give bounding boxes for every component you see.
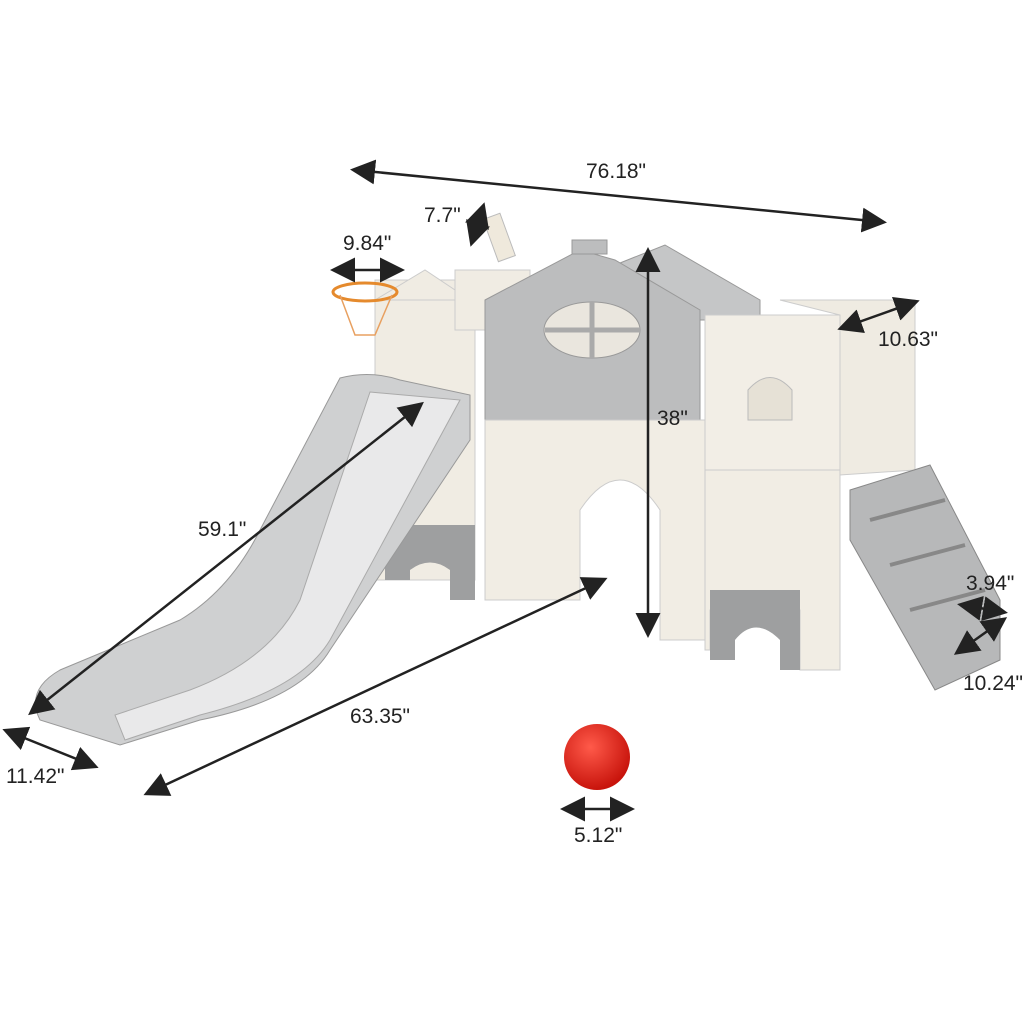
step-depth-label: 3.94": [966, 572, 1015, 595]
slide-width-label: 11.42": [6, 765, 65, 788]
height-label: 38": [657, 407, 688, 430]
playset: [35, 212, 1001, 746]
telescope-label: 7.7": [424, 204, 461, 227]
ball-diameter-label: 5.12": [574, 824, 623, 847]
ball: [564, 724, 630, 790]
dimension-arrows: [2, 159, 1008, 822]
stair-width-label: 10.24": [963, 672, 1024, 695]
platform-depth-label: 10.63": [878, 328, 939, 351]
hoop-label: 9.84": [343, 232, 392, 255]
slide-length-label: 59.1": [198, 518, 247, 541]
base-length-label: 63.35": [350, 705, 411, 728]
overall-length-label: 76.18": [586, 160, 647, 183]
